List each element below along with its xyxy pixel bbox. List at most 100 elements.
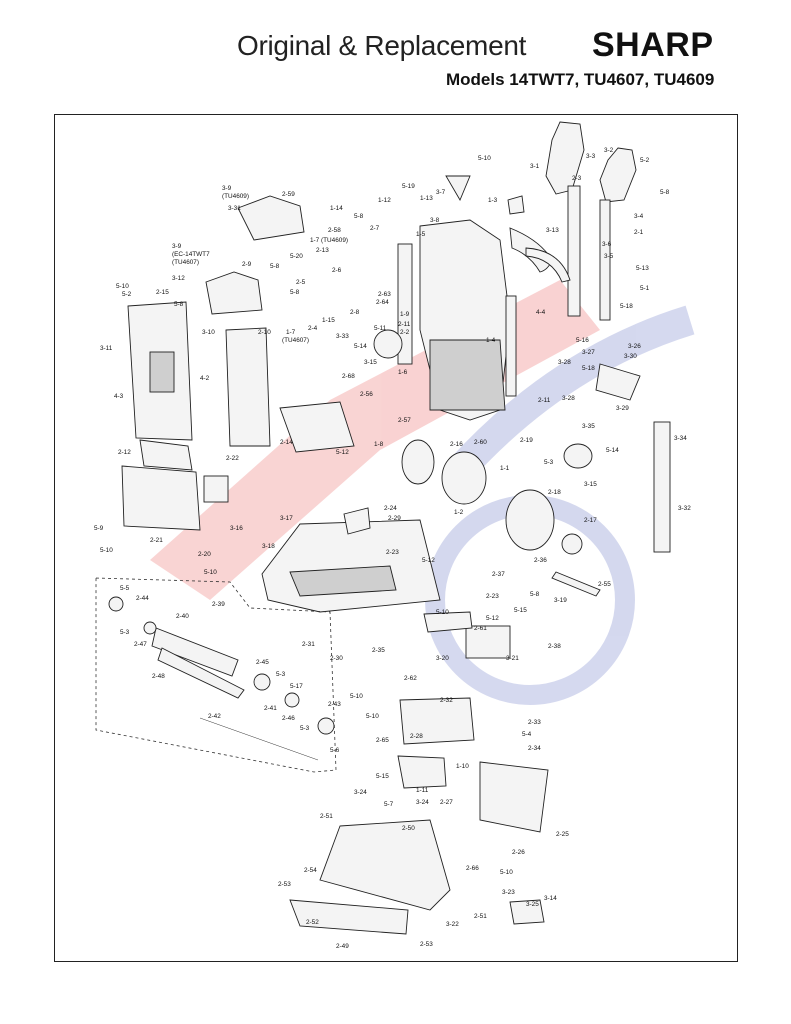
label-5-8: 5-8 bbox=[270, 263, 280, 270]
label-3-11: 3-11 bbox=[100, 345, 113, 352]
label-5-10: 5-10 bbox=[478, 155, 491, 162]
label-3-5: 3-5 bbox=[604, 253, 614, 260]
label-5-8: 5-8 bbox=[530, 591, 540, 598]
label-5-6: 5-6 bbox=[330, 747, 340, 754]
label-3-34: 3-34 bbox=[674, 435, 687, 442]
label-1-12: 1-12 bbox=[378, 197, 391, 204]
label-5-4: 5-4 bbox=[522, 731, 532, 738]
label-5-5: 5-5 bbox=[120, 585, 130, 592]
label-2-38: 2-38 bbox=[548, 643, 561, 650]
label-2-44: 2-44 bbox=[136, 595, 149, 602]
label-2-52: 2-52 bbox=[306, 919, 319, 926]
label-2-51: 2-51 bbox=[474, 913, 487, 920]
label-3-13: 3-13 bbox=[546, 227, 559, 234]
label-5-18: 5-18 bbox=[620, 303, 633, 310]
label-2-24: 2-24 bbox=[384, 505, 397, 512]
label-3-9-sub2: (TU4607) bbox=[172, 259, 199, 266]
label-1-9: 1-9 bbox=[400, 311, 410, 318]
label-2-35: 2-35 bbox=[372, 647, 385, 654]
label-3-2: 3-2 bbox=[604, 147, 614, 154]
label-5-15: 5-15 bbox=[376, 773, 389, 780]
label-2-25: 2-25 bbox=[556, 831, 569, 838]
label-5-17: 5-17 bbox=[290, 683, 303, 690]
label-5-8: 5-8 bbox=[660, 189, 670, 196]
models-subtitle: Models 14TWT7, TU4607, TU4609 bbox=[446, 70, 715, 89]
label-5-9: 5-9 bbox=[94, 525, 104, 532]
motor-assembly bbox=[373, 329, 601, 597]
label-2-28: 2-28 bbox=[410, 733, 423, 740]
label-1-6: 1-6 bbox=[398, 369, 408, 376]
label-5-2: 5-2 bbox=[122, 291, 132, 298]
label-3-28: 3-28 bbox=[558, 359, 571, 366]
label-3-32: 3-32 bbox=[678, 505, 691, 512]
label-5-12: 5-12 bbox=[422, 557, 435, 564]
label-3-24: 3-24 bbox=[354, 789, 367, 796]
label-3-12: 3-12 bbox=[172, 275, 185, 282]
label-2-23: 2-23 bbox=[486, 593, 499, 600]
label-2-63: 2-63 bbox=[378, 291, 391, 298]
label-3-8: 3-8 bbox=[430, 217, 440, 224]
label-1-14: 1-14 bbox=[330, 205, 343, 212]
label-2-2: 2-2 bbox=[400, 329, 410, 336]
label-2-58: 2-58 bbox=[328, 227, 341, 234]
label-2-7: 2-7 bbox=[370, 225, 380, 232]
label-2-64: 2-64 bbox=[376, 299, 389, 306]
label-2-19: 2-19 bbox=[520, 437, 533, 444]
main-body bbox=[397, 219, 553, 421]
label-3-27: 3-27 bbox=[582, 349, 595, 356]
label-5-7: 5-7 bbox=[384, 801, 394, 808]
label-2-65: 2-65 bbox=[376, 737, 389, 744]
label-5-3: 5-3 bbox=[120, 629, 130, 636]
label-5-10: 5-10 bbox=[116, 283, 129, 290]
label-3-23: 3-23 bbox=[502, 889, 515, 896]
label-3-31: 3-31 bbox=[228, 205, 241, 212]
label-5-13: 5-13 bbox=[636, 265, 649, 272]
label-1-7-sub: (TU4607) bbox=[282, 337, 309, 344]
label-3-19: 3-19 bbox=[554, 597, 567, 604]
label-3-7: 3-7 bbox=[436, 189, 446, 196]
label-2-50: 2-50 bbox=[402, 825, 415, 832]
label-3-3: 3-3 bbox=[586, 153, 596, 160]
label-2-42: 2-42 bbox=[208, 713, 221, 720]
label-2-20: 2-20 bbox=[198, 551, 211, 558]
label-2-30: 2-30 bbox=[330, 655, 343, 662]
label-5-8: 5-8 bbox=[174, 301, 184, 308]
label-4-2: 4-2 bbox=[200, 375, 210, 382]
label-5-16: 5-16 bbox=[576, 337, 589, 344]
part-labels: 5-10 3-1 3-3 3-2 5-2 5-8 3-4 2-3 2-1 3-7… bbox=[94, 147, 691, 950]
label-1-1: 1-1 bbox=[500, 465, 510, 472]
label-5-10: 5-10 bbox=[366, 713, 379, 720]
label-2-51: 2-51 bbox=[320, 813, 333, 820]
label-3-9: 3-9 bbox=[172, 243, 182, 250]
label-3-9-sub: (TU4609) bbox=[222, 193, 249, 200]
label-3-6: 3-6 bbox=[602, 241, 612, 248]
label-3-30: 3-30 bbox=[624, 353, 637, 360]
label-2-6: 2-6 bbox=[332, 267, 342, 274]
label-2-41: 2-41 bbox=[264, 705, 277, 712]
label-1-8: 1-8 bbox=[374, 441, 384, 448]
label-2-14: 2-14 bbox=[280, 439, 293, 446]
label-3-9: 3-9 bbox=[222, 185, 232, 192]
cover-assembly bbox=[121, 195, 355, 531]
label-1-3: 1-3 bbox=[488, 197, 498, 204]
page-title: Original & Replacement bbox=[237, 30, 527, 61]
label-2-15: 2-15 bbox=[156, 289, 169, 296]
label-2-34: 2-34 bbox=[528, 745, 541, 752]
label-2-26: 2-26 bbox=[512, 849, 525, 856]
label-3-17: 3-17 bbox=[280, 515, 293, 522]
label-2-1: 2-1 bbox=[634, 229, 644, 236]
label-3-4: 3-4 bbox=[634, 213, 644, 220]
label-3-15: 3-15 bbox=[364, 359, 377, 366]
label-2-11: 2-11 bbox=[398, 321, 411, 328]
label-5-15: 5-15 bbox=[514, 607, 527, 614]
label-2-18: 2-18 bbox=[548, 489, 561, 496]
label-2-68: 2-68 bbox=[342, 373, 355, 380]
label-2-49: 2-49 bbox=[336, 943, 349, 950]
label-2-3: 2-3 bbox=[572, 175, 582, 182]
label-2-66: 2-66 bbox=[466, 865, 479, 872]
label-5-3: 5-3 bbox=[544, 459, 554, 466]
label-3-21: 3-21 bbox=[506, 655, 519, 662]
label-2-37: 2-37 bbox=[492, 571, 505, 578]
hose-wand bbox=[505, 247, 671, 553]
